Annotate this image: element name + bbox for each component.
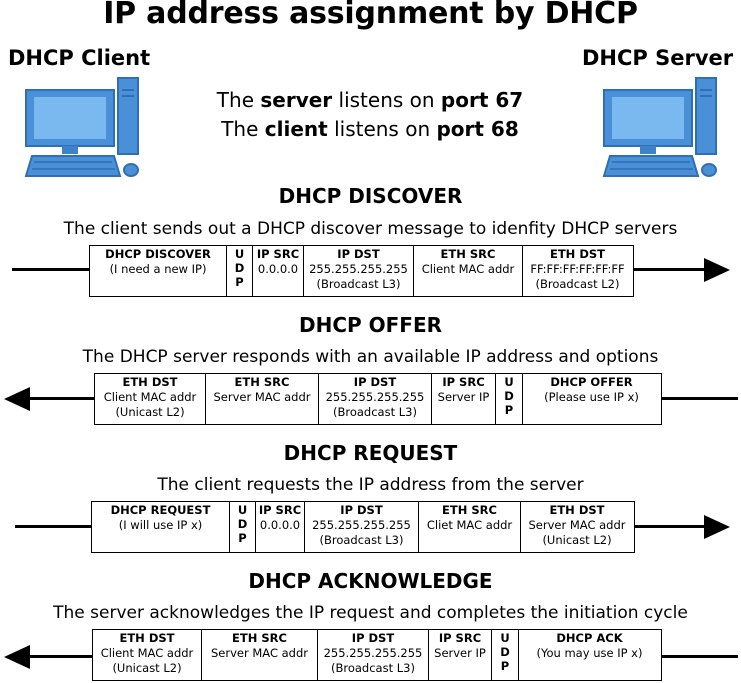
arrow-left-icon [4, 386, 30, 411]
packet-field: DHCP ACK(You may use IP x) [517, 629, 662, 681]
ports-info: The server listens on port 67 The client… [170, 86, 570, 144]
client-computer-icon [22, 76, 142, 180]
request-description: The client requests the IP address from … [157, 475, 584, 495]
client-label: DHCP Client [8, 46, 151, 70]
offer-description: The DHCP server responds with an availab… [82, 347, 659, 367]
arrow-right-icon [704, 514, 730, 539]
diagram-title: IP address assignment by DHCP [103, 0, 638, 31]
packet-field: DHCP OFFER(Please use IP x) [521, 373, 662, 425]
acknowledge-heading: DHCP ACKNOWLEDGE [248, 569, 493, 593]
request-heading: DHCP REQUEST [283, 441, 458, 465]
discover-heading: DHCP DISCOVER [278, 184, 463, 208]
server-label: DHCP Server [582, 46, 734, 70]
server-computer-icon [600, 76, 720, 180]
offer-heading: DHCP OFFER [298, 313, 443, 337]
arrow-right-icon [704, 257, 730, 282]
client-port-line: The client listens on port 68 [221, 117, 519, 141]
arrow-left-icon [4, 644, 30, 669]
packet-field: DHCP REQUEST(I will use IP x) [91, 501, 230, 553]
discover-description: The client sends out a DHCP discover mes… [63, 219, 678, 239]
acknowledge-description: The server acknowledges the IP request a… [53, 603, 688, 623]
server-port-line: The server listens on port 67 [216, 88, 524, 112]
packet-field: DHCP DISCOVER(I need a new IP) [89, 245, 227, 297]
